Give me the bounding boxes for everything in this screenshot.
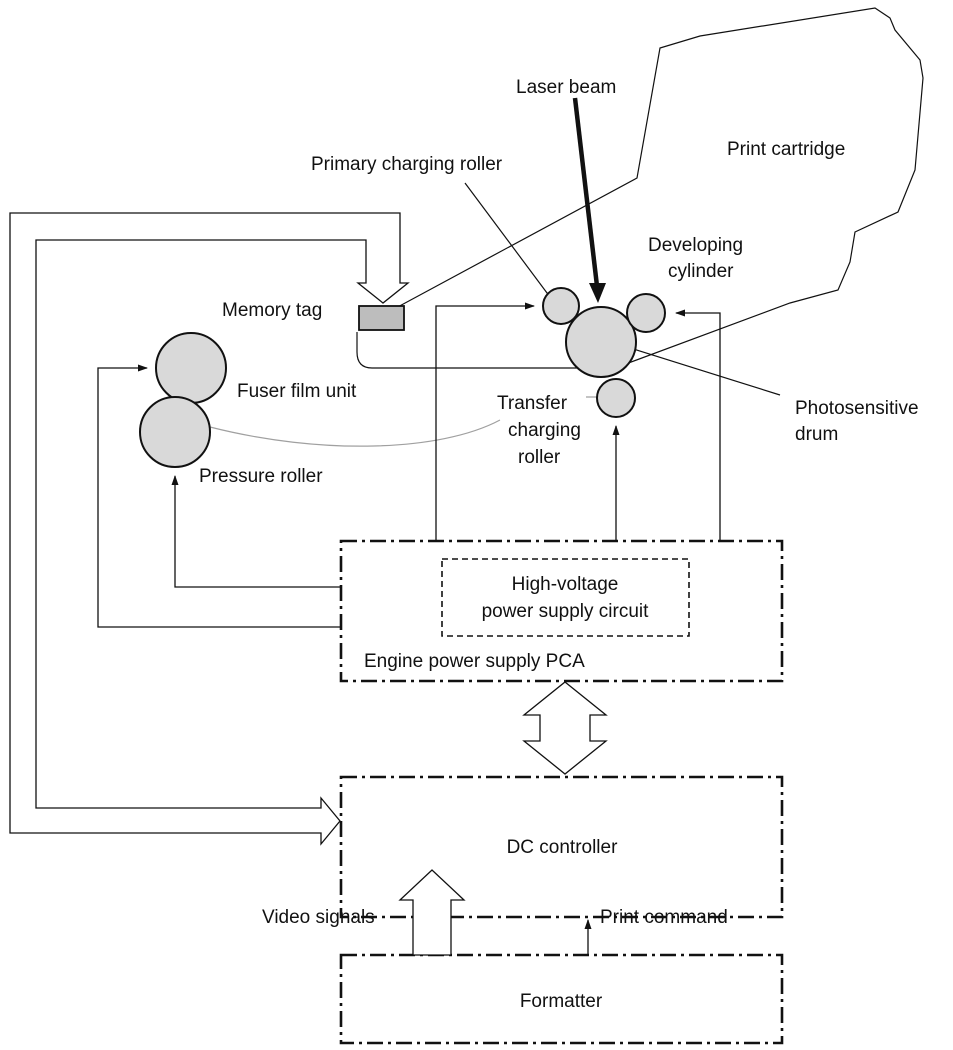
pressure-roller: [139, 396, 211, 468]
laser-beam-label: Laser beam: [516, 77, 616, 98]
formatter-label: Formatter: [520, 991, 603, 1012]
wire-pca-to-primary-roller: [435, 302, 535, 541]
high-voltage-label-line1: High-voltage: [512, 574, 619, 595]
developing-cylinder-label-line1: Developing: [648, 235, 743, 256]
transfer-label-line3: roller: [518, 447, 561, 468]
photosensitive-drum-label-line1: Photosensitive: [795, 398, 919, 419]
primary-charging-roller: [542, 287, 580, 325]
developing-cylinder-label-line2: cylinder: [668, 261, 734, 282]
primary-charging-roller-label: Primary charging roller: [311, 154, 503, 175]
memory-tag-label: Memory tag: [222, 300, 322, 321]
engine-power-supply-pca-label: Engine power supply PCA: [364, 651, 585, 672]
transfer-label-line1: Transfer: [497, 393, 568, 414]
pressure-roller-to-transfer-leader: [209, 419, 501, 447]
fuser-film-unit-label: Fuser film unit: [237, 381, 357, 402]
developing-cylinder: [626, 293, 666, 333]
wire-pca-to-pressure-roller: [171, 475, 341, 588]
transfer-charging-roller: [596, 378, 636, 418]
high-voltage-power-supply-box: [441, 558, 690, 637]
wire-pca-to-fuser-film: [97, 364, 341, 628]
memory-tag-signal-hollow-arrow: [9, 212, 410, 846]
formatter-box: [339, 953, 784, 1045]
pca-dc-controller-hollow-arrow: [522, 681, 608, 775]
print-cartridge-outline: [380, 7, 924, 369]
primary-charging-roller-leader: [464, 182, 551, 298]
laser-beam-arrowhead: [589, 283, 606, 303]
memory-tag-connector: [356, 332, 588, 369]
print-cartridge-label: Print cartridge: [727, 139, 845, 160]
memory-tag: [358, 305, 405, 331]
pressure-roller-label: Pressure roller: [199, 466, 323, 487]
photosensitive-drum-label-line2: drum: [795, 424, 838, 445]
transfer-label-line2: charging: [508, 420, 581, 441]
print-command-label: Print command: [600, 907, 728, 928]
video-signals-label: Video signals: [262, 907, 375, 928]
fuser-film-unit: [155, 332, 227, 404]
photosensitive-drum: [565, 306, 637, 378]
laser-beam-arrow: [572, 97, 600, 287]
high-voltage-label-line2: power supply circuit: [482, 601, 650, 622]
dc-controller-label: DC controller: [507, 837, 619, 858]
wire-pca-to-developing-cylinder: [675, 309, 721, 541]
video-signals-hollow-arrow: [398, 869, 466, 956]
photosensitive-drum-leader: [626, 346, 781, 396]
